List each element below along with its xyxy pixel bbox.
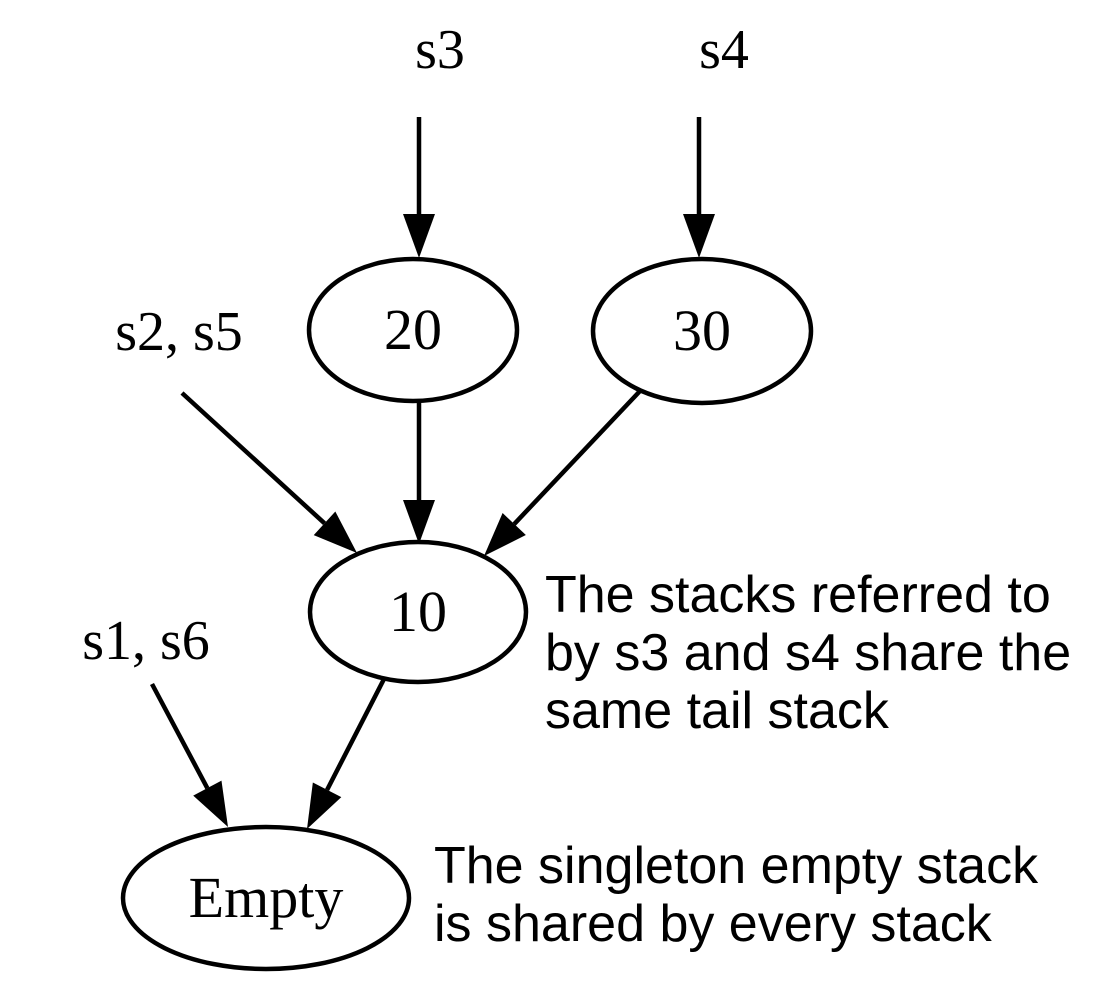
- edge-arrowhead-s2s5-to-10: [313, 511, 357, 553]
- annotation-empty-share: The singleton empty stack is shared by e…: [434, 837, 1038, 953]
- pointer-label-s1-s6: s1, s6: [82, 610, 210, 672]
- edge-line-10-to-empty: [325, 677, 387, 791]
- node-30-label: 30: [673, 298, 731, 363]
- edge-arrowhead-s1s6-to-empty: [193, 780, 228, 827]
- node-20-ellipse: [306, 256, 520, 404]
- pointer-label-s2-s5: s2, s5: [115, 301, 243, 363]
- edge-arrowhead-20-to-10: [403, 500, 435, 544]
- edge-line-s1s6-to-empty: [150, 682, 210, 790]
- annotation-line: same tail stack: [545, 682, 889, 740]
- node-10-ellipse: [307, 539, 529, 685]
- edge-line-s2s5-to-10: [180, 391, 327, 525]
- node-30-ellipse: [590, 256, 814, 406]
- pointer-label-s3: s3: [415, 19, 465, 81]
- annotation-tail-share: The stacks referred to by s3 and s4 shar…: [545, 566, 1071, 740]
- edge-arrowhead-s4-to-30: [683, 214, 715, 258]
- edge-line-30-to-10: [512, 389, 642, 526]
- node-10-label: 10: [389, 579, 447, 644]
- annotation-line: The stacks referred to: [545, 566, 1051, 624]
- annotation-line: by s3 and s4 share the: [545, 624, 1072, 682]
- node-empty-label: Empty: [189, 865, 344, 930]
- edge-arrowhead-30-to-10: [484, 513, 526, 556]
- edge-arrowhead-10-to-empty: [307, 782, 342, 829]
- annotation-line: is shared by every stack: [434, 895, 992, 953]
- node-20-label: 20: [384, 297, 442, 362]
- node-empty-ellipse: [120, 824, 412, 972]
- annotation-line: The singleton empty stack: [434, 837, 1039, 895]
- edge-arrowhead-s3-to-20: [403, 214, 435, 258]
- pointer-label-s4: s4: [699, 19, 749, 81]
